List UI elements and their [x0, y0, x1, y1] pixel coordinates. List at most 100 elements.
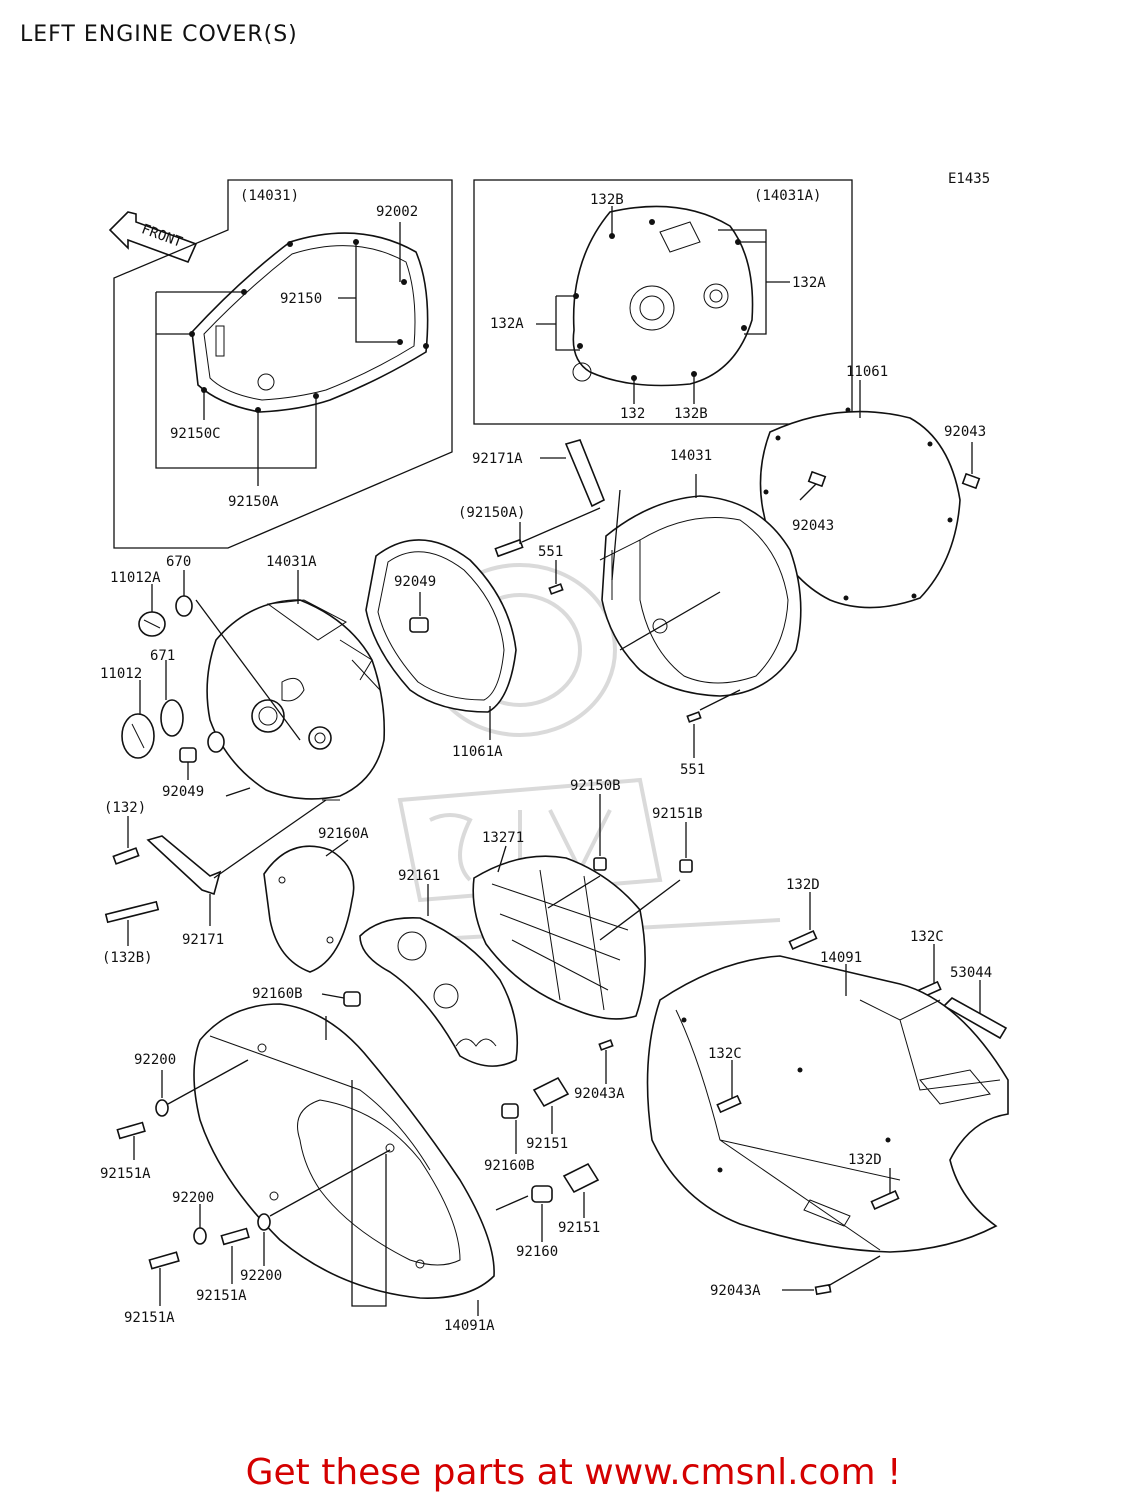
part-label-670: 670 — [166, 554, 191, 570]
part-label-92151-a: 92151 — [526, 1136, 568, 1152]
part-label-551-a: 551 — [538, 544, 563, 560]
plate-92171A — [540, 439, 606, 508]
part-label-92150A-paren: (92150A) — [458, 505, 525, 521]
part-label-92160A: 92160A — [318, 826, 369, 842]
part-label-11012: 11012 — [100, 666, 142, 682]
part-label-14091A: 14091A — [444, 1318, 495, 1334]
part-label-92151B: 92151B — [652, 806, 703, 822]
part-label-132D-a: 132D — [786, 877, 820, 893]
part-label-14031A-paren: (14031A) — [754, 188, 821, 204]
part-label-132C-a: 132C — [910, 929, 944, 945]
diagram-code: E1435 — [948, 171, 990, 187]
part-label-92171: 92171 — [182, 932, 224, 948]
washer-92200-c — [257, 1149, 391, 1266]
stud-92151-b — [562, 1162, 600, 1218]
part-label-92043A-a: 92043A — [574, 1086, 625, 1102]
bolt-132 — [112, 816, 140, 865]
footer-promo-link[interactable]: Get these parts at www.cmsnl.com ! — [245, 1452, 902, 1493]
part-label-132B-top: 132B — [590, 192, 624, 208]
part-label-132: 132 — [620, 406, 645, 422]
part-label-14031A: 14031A — [266, 554, 317, 570]
plate-13271 — [472, 845, 681, 1020]
bolt-92150A — [494, 507, 601, 558]
part-label-53044: 53044 — [950, 965, 992, 981]
part-label-92151A-c: 92151A — [124, 1310, 175, 1326]
part-label-92200-c: 92200 — [240, 1268, 282, 1284]
part-label-13271: 13271 — [482, 830, 524, 846]
part-label-92151-b: 92151 — [558, 1220, 600, 1236]
dowel-551-b — [686, 689, 741, 758]
part-label-92049-b: 92049 — [162, 784, 204, 800]
plug-11012 — [121, 680, 155, 759]
bolt-132C-a — [916, 944, 942, 1000]
part-label-92043A-b: 92043A — [710, 1283, 761, 1299]
inset-box-14031A — [473, 179, 853, 425]
part-label-551-b: 551 — [680, 762, 705, 778]
part-label-132A-right: 132A — [792, 275, 826, 291]
cap-11012A — [138, 584, 166, 637]
part-label-671: 671 — [150, 648, 175, 664]
front-arrow-icon: FRONT — [108, 211, 198, 264]
part-label-92150C: 92150C — [170, 426, 221, 442]
part-label-132D-b: 132D — [848, 1152, 882, 1168]
part-label-92160B-b: 92160B — [484, 1158, 535, 1174]
part-label-92160: 92160 — [516, 1244, 558, 1260]
plate-92171 — [146, 799, 327, 926]
inset-box-14031 — [113, 179, 453, 549]
oring-671 — [160, 660, 184, 737]
cover-14031A — [195, 570, 386, 801]
part-label-92049-a: 92049 — [394, 574, 436, 590]
part-label-92200-a: 92200 — [134, 1052, 176, 1068]
nut-92160 — [495, 1185, 553, 1242]
parts-diagram: FRONT E1435 (14031) 92002 92150 92150C 9… — [100, 171, 1009, 1334]
bolt-132B — [104, 900, 160, 946]
part-label-14091: 14091 — [820, 950, 862, 966]
part-label-92043-a: 92043 — [944, 424, 986, 440]
part-label-14031-paren: (14031) — [240, 188, 299, 204]
gasket-11061A — [365, 539, 517, 740]
bolt-92151A-c — [148, 1251, 180, 1306]
part-label-11012A: 11012A — [110, 570, 161, 586]
nut-92160B-a — [321, 991, 361, 1007]
washer-92200-b — [193, 1204, 207, 1245]
dowel-551-a — [548, 560, 564, 595]
part-label-132C-b: 132C — [708, 1046, 742, 1062]
dowel-92043A-a — [598, 1039, 614, 1084]
part-label-92151A-b: 92151A — [196, 1288, 247, 1304]
dowel-92043A-b — [782, 1255, 881, 1296]
part-label-92150A-inset: 92150A — [228, 494, 279, 510]
plate-92160A — [263, 839, 355, 973]
cover-14091 — [646, 955, 1009, 1253]
part-label-92160B-a: 92160B — [252, 986, 303, 1002]
seal-92049-b — [179, 731, 251, 797]
part-label-92171A: 92171A — [472, 451, 523, 467]
part-label-92151A-a: 92151A — [100, 1166, 151, 1182]
stud-92151-a — [532, 1076, 570, 1134]
nut-92160B-b — [501, 1103, 519, 1154]
part-label-132A-left: 132A — [490, 316, 524, 332]
washer-92200-a — [155, 1059, 249, 1117]
bolt-92150B — [593, 794, 607, 871]
plate-92161 — [359, 884, 519, 1067]
cover-14031 — [599, 474, 802, 697]
part-label-92150: 92150 — [280, 291, 322, 307]
part-label-11061: 11061 — [846, 364, 888, 380]
rubber-53044 — [942, 980, 1008, 1040]
bolt-132D-a — [788, 892, 818, 950]
gasket-11061 — [759, 380, 981, 609]
bolt-92151A-b — [220, 1227, 250, 1284]
bolt-92151B — [679, 822, 693, 873]
oring-670 — [175, 570, 193, 617]
part-label-92043-b: 92043 — [792, 518, 834, 534]
part-label-11061A: 11061A — [452, 744, 503, 760]
part-label-14031: 14031 — [670, 448, 712, 464]
part-label-92161: 92161 — [398, 868, 440, 884]
part-label-132-paren: (132) — [104, 800, 146, 816]
page-title: LEFT ENGINE COVER(S) — [20, 22, 298, 47]
part-label-132B-bottom: 132B — [674, 406, 708, 422]
part-label-92002: 92002 — [376, 204, 418, 220]
bolt-132C-b — [716, 1060, 742, 1114]
bolt-92151A-a — [116, 1121, 146, 1160]
part-label-92200-b: 92200 — [172, 1190, 214, 1206]
part-label-132B-paren: (132B) — [102, 950, 153, 966]
